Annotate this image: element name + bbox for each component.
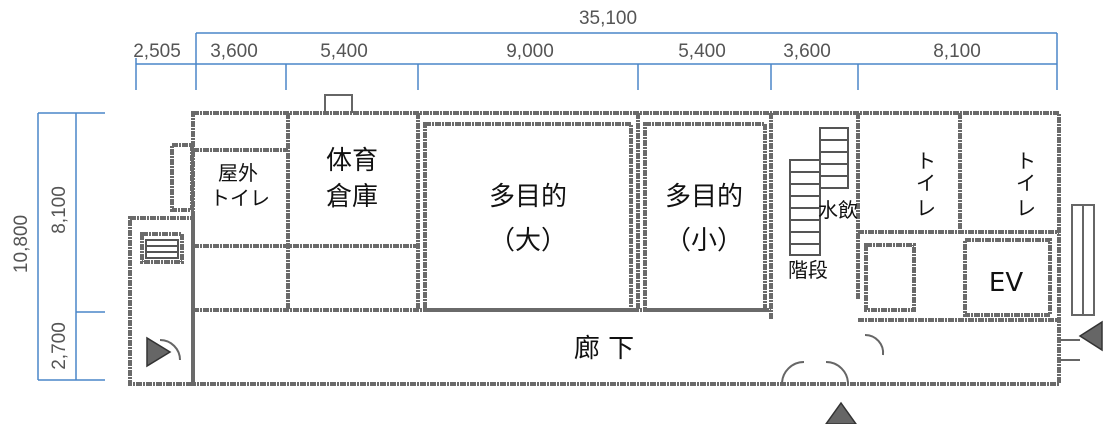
entrance-arrow-left-icon [146, 336, 172, 368]
dimension-segment-1: 3,600 [210, 41, 258, 62]
room-storage: 体育 倉庫 [326, 146, 378, 212]
room-label-storage-2: 倉庫 [326, 182, 378, 212]
entrance-arrow-right-icon [1078, 320, 1103, 352]
room-label-multi-small-1: 多目的 [665, 182, 743, 212]
walls [128, 111, 1061, 386]
room-label-toilet-1-c: レ [916, 196, 936, 220]
dimension-total-width: 35,100 [579, 8, 637, 29]
dimension-segment-5: 3,600 [783, 41, 831, 62]
room-label-storage-1: 体育 [326, 146, 378, 176]
dimension-lines [37, 32, 1058, 381]
entrance-arrow-bottom-icon [825, 401, 857, 424]
room-label-multi-small-2: （小） [665, 226, 743, 256]
room-label-toilet-2-a: ト [1016, 149, 1036, 173]
room-label-stairs: 階段 [788, 258, 828, 282]
dimension-segment-3: 9,000 [506, 41, 554, 62]
room-multi-small: 多目的 （小） [665, 182, 743, 256]
room-label-toilet-1-a: ト [916, 149, 936, 173]
room-label-multi-large-2: （大） [489, 226, 567, 256]
room-label-toilet-2-c: レ [1016, 196, 1036, 220]
room-label-multi-large-1: 多目的 [489, 182, 567, 212]
dimension-first-offset: 2,505 [133, 41, 181, 62]
room-label-elevator: EV [989, 268, 1023, 298]
room-label-water-fountain: 水飲 [818, 198, 858, 222]
dimension-total-depth: 10,800 [11, 215, 32, 273]
room-multi-large: 多目的 （大） [489, 182, 567, 256]
room-label-outdoor-toilet-1: 屋外 [218, 161, 258, 185]
room-label-toilet-2-b: イ [1016, 171, 1036, 195]
dimension-depth-upper: 8,100 [49, 186, 70, 234]
dimension-segment-6: 8,100 [933, 41, 981, 62]
dimension-segment-2: 5,400 [320, 41, 368, 62]
room-label-corridor: 廊 下 [574, 334, 634, 364]
room-toilet-2: ト イ レ [1016, 149, 1036, 220]
stairs-graphic [145, 127, 849, 259]
room-outdoor-toilet: 屋外 トイレ [210, 161, 270, 210]
room-label-outdoor-toilet-2: トイレ [210, 186, 270, 210]
dimension-segment-4: 5,400 [678, 41, 726, 62]
dimension-depth-lower: 2,700 [49, 322, 70, 370]
room-label-toilet-1-b: イ [916, 171, 936, 195]
room-toilet-1: ト イ レ [916, 149, 936, 220]
door-swings [159, 94, 1095, 385]
